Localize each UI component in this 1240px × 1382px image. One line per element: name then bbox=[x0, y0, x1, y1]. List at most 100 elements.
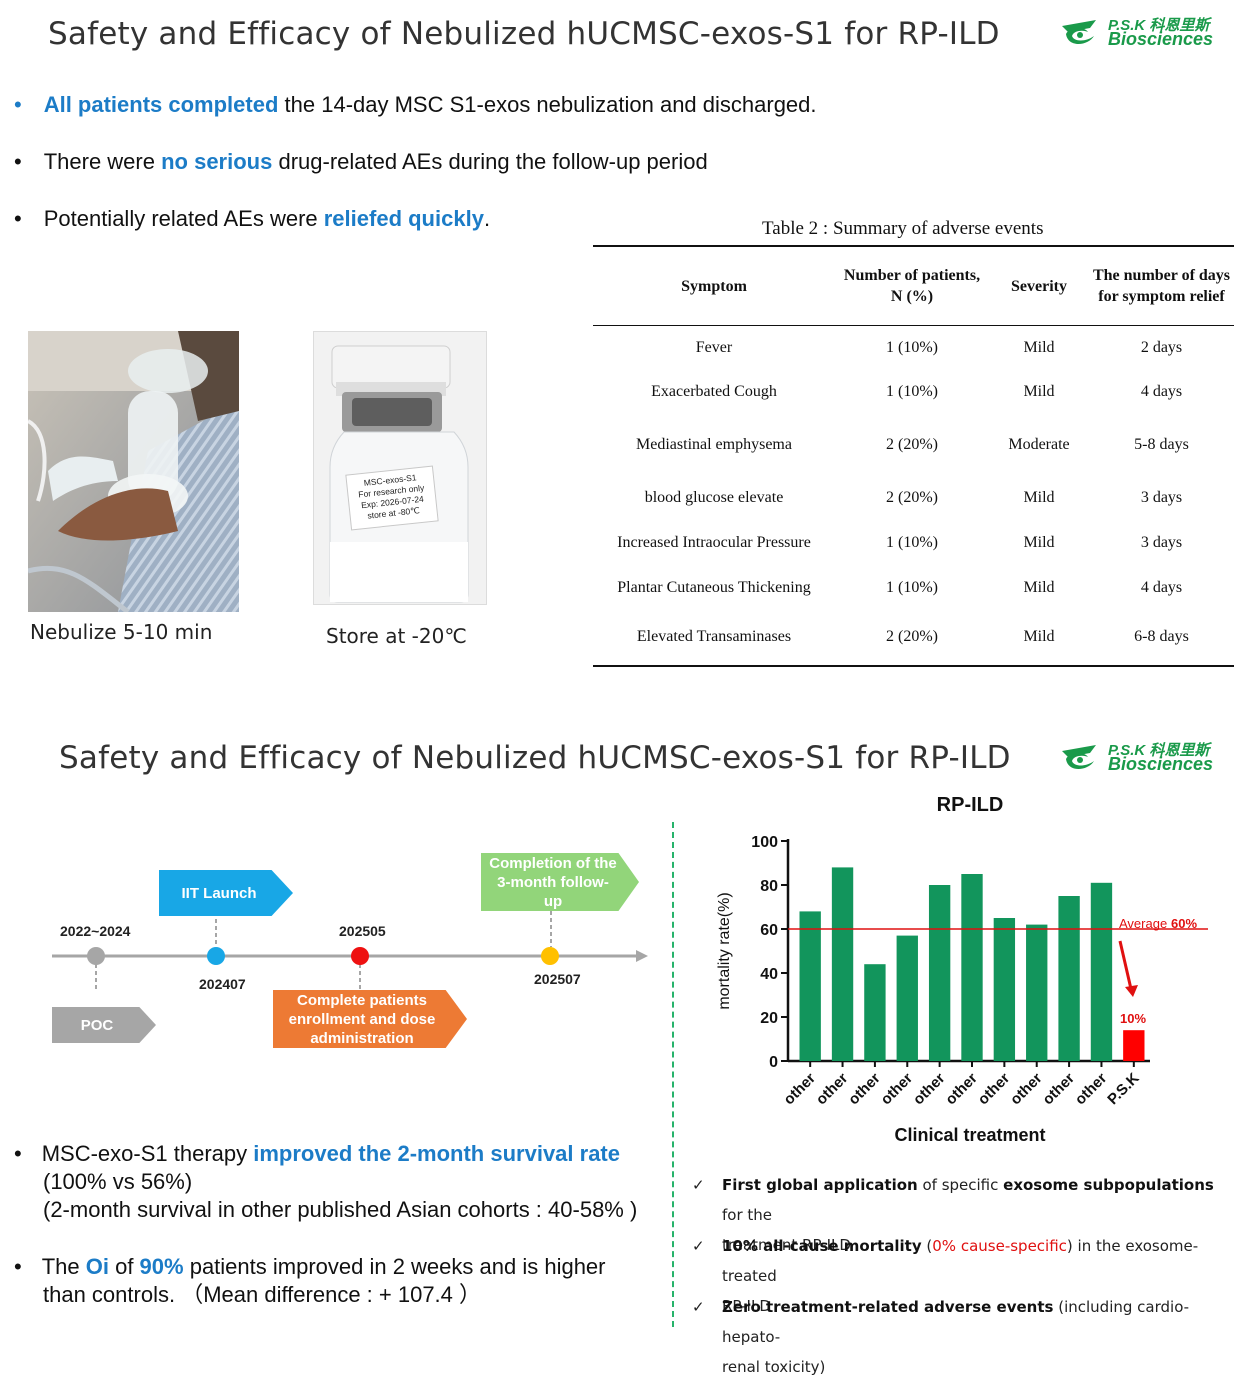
bullet-dot: • bbox=[14, 149, 22, 174]
table-cell: Mild bbox=[1023, 488, 1055, 506]
check-3-text: (including cardio-hepato- bbox=[722, 1298, 1190, 1346]
table-cell: 1 (10%) bbox=[886, 533, 938, 551]
bar bbox=[1058, 896, 1080, 1061]
psk-value-label: 10% bbox=[1120, 1011, 1146, 1026]
bullet-oi-mid: of bbox=[108, 1254, 140, 1279]
bullet-survival-line2: (100% vs 56%) bbox=[43, 1169, 193, 1194]
bullet-3: •Potentially related AEs were reliefed q… bbox=[14, 206, 490, 232]
x-tick-label: other bbox=[1007, 1070, 1046, 1109]
bullet-survival: •MSC-exo-S1 therapy improved the 2-month… bbox=[14, 1140, 637, 1224]
table-cell: Moderate bbox=[1008, 435, 1070, 453]
table-cell: blood glucose elevate bbox=[644, 488, 784, 506]
bar bbox=[831, 867, 854, 1061]
check-3-bold: Zero treatment-related adverse events bbox=[722, 1298, 1054, 1316]
bar bbox=[1026, 924, 1048, 1061]
bullet-dot: • bbox=[14, 206, 22, 231]
check-mark-icon: ✓ bbox=[692, 1237, 705, 1255]
table-cell: 2 (20%) bbox=[886, 488, 938, 506]
iit-launch-label: IIT Launch bbox=[181, 884, 257, 902]
down-arrow-icon bbox=[1118, 940, 1133, 990]
table-header: Severity bbox=[989, 245, 1089, 326]
table-cell: 3 days bbox=[1140, 488, 1183, 506]
table-cell: Plantar Cutaneous Thickening bbox=[617, 578, 811, 596]
bullet-oi-line2: than controls. （Mean difference : + 107.… bbox=[43, 1282, 482, 1307]
table-row: blood glucose elevate 2 (20%) Mild 3 days bbox=[593, 476, 1234, 520]
bar bbox=[1090, 882, 1113, 1061]
table-header-row: Symptom Number of patients, N (%) Severi… bbox=[593, 245, 1234, 326]
timeline-date: 202505 bbox=[339, 923, 386, 939]
arrowhead-icon bbox=[1125, 985, 1138, 997]
slide1-title: Safety and Efficacy of Nebulized hUCMSC-… bbox=[48, 16, 1000, 52]
bullet-3-text: . bbox=[483, 206, 491, 231]
psk-logo-icon bbox=[1062, 20, 1096, 44]
timeline-connector bbox=[550, 911, 552, 947]
x-tick-label: other bbox=[975, 1070, 1014, 1109]
table-cell: 2 days bbox=[1140, 338, 1183, 356]
average-label: Average bbox=[1119, 916, 1167, 931]
timeline-dot-202505 bbox=[351, 947, 369, 965]
psk-logo-icon bbox=[1062, 745, 1096, 769]
bullet-2-text: drug-related AEs during the follow-up pe… bbox=[272, 149, 708, 174]
table-cell: Mild bbox=[1023, 382, 1055, 400]
check-3-line2: renal toxicity) bbox=[722, 1358, 826, 1376]
check-2-text: ( bbox=[921, 1237, 933, 1255]
y-tick-label: 40 bbox=[760, 966, 778, 983]
table-cell: 2 (20%) bbox=[886, 435, 938, 453]
timeline-date: 2022~2024 bbox=[60, 923, 131, 939]
y-axis-label: mortality rate(%) bbox=[716, 892, 733, 1009]
table-cell: 4 days bbox=[1140, 578, 1183, 596]
table-header: Number of patients, N (%) bbox=[835, 245, 989, 326]
table-cell: Mediastinal emphysema bbox=[636, 435, 792, 453]
bullet-dot: • bbox=[14, 1254, 22, 1279]
bar bbox=[993, 918, 1016, 1061]
section-divider bbox=[672, 822, 674, 1327]
timeline-date: 202507 bbox=[534, 971, 581, 987]
bullet-3-pre: Potentially related AEs were bbox=[43, 206, 324, 231]
logo-line2: Biosciences bbox=[1108, 29, 1214, 49]
enrollment-label: Complete patients enrollment and dose ad… bbox=[288, 991, 436, 1047]
check-mark-icon: ✓ bbox=[692, 1298, 705, 1316]
poc-label: POC bbox=[80, 1016, 114, 1034]
y-tick-label: 0 bbox=[769, 1054, 778, 1071]
check-2-red: 0% cause-specific bbox=[932, 1237, 1067, 1255]
y-tick-label: 100 bbox=[751, 834, 778, 851]
bar bbox=[799, 911, 821, 1061]
adverse-events-table: Symptom Number of patients, N (%) Severi… bbox=[593, 245, 1234, 667]
y-tick-label: 80 bbox=[760, 878, 778, 895]
check-1-bold: exosome subpopulations bbox=[1003, 1176, 1214, 1194]
table-caption: Table 2 : Summary of adverse events bbox=[762, 218, 1044, 239]
bullet-1-highlight: All patients completed bbox=[43, 92, 279, 117]
bullet-survival-highlight: improved the 2-month survival rate bbox=[253, 1141, 620, 1166]
timeline-dot-2022 bbox=[87, 947, 105, 965]
check-1-bold: First global application bbox=[722, 1176, 918, 1194]
bar bbox=[896, 935, 918, 1061]
bullet-2: • There were no serious drug-related AEs … bbox=[14, 149, 708, 175]
bullet-2-pre: There were bbox=[43, 149, 162, 174]
x-tick-label: P.S.K bbox=[1104, 1070, 1142, 1108]
table-cell: 3 days bbox=[1140, 533, 1183, 551]
bullet-oi-highlight: 90% bbox=[139, 1254, 184, 1279]
bullet-oi-pre: The bbox=[41, 1254, 86, 1279]
table-cell: 1 (10%) bbox=[886, 578, 938, 596]
timeline-dot-202407 bbox=[207, 947, 225, 965]
table-cell: 1 (10%) bbox=[886, 338, 938, 356]
nebulizer-photo bbox=[28, 331, 239, 612]
x-tick-label: other bbox=[1039, 1070, 1078, 1109]
bullet-dot: • bbox=[14, 92, 22, 117]
bullet-2-highlight: no serious bbox=[161, 149, 273, 174]
check-1-line2: treatment RP-ILD bbox=[722, 1236, 851, 1254]
table-cell: 4 days bbox=[1140, 382, 1183, 400]
x-tick-label: other bbox=[942, 1070, 981, 1109]
table-cell: Fever bbox=[695, 338, 733, 356]
logo-line1: P.S.K 科恩里斯 bbox=[1108, 742, 1210, 759]
x-tick-label: other bbox=[1072, 1070, 1111, 1109]
bar bbox=[1123, 1030, 1145, 1061]
x-tick-label: other bbox=[845, 1070, 884, 1109]
check-1-text: of specific bbox=[917, 1176, 1004, 1194]
